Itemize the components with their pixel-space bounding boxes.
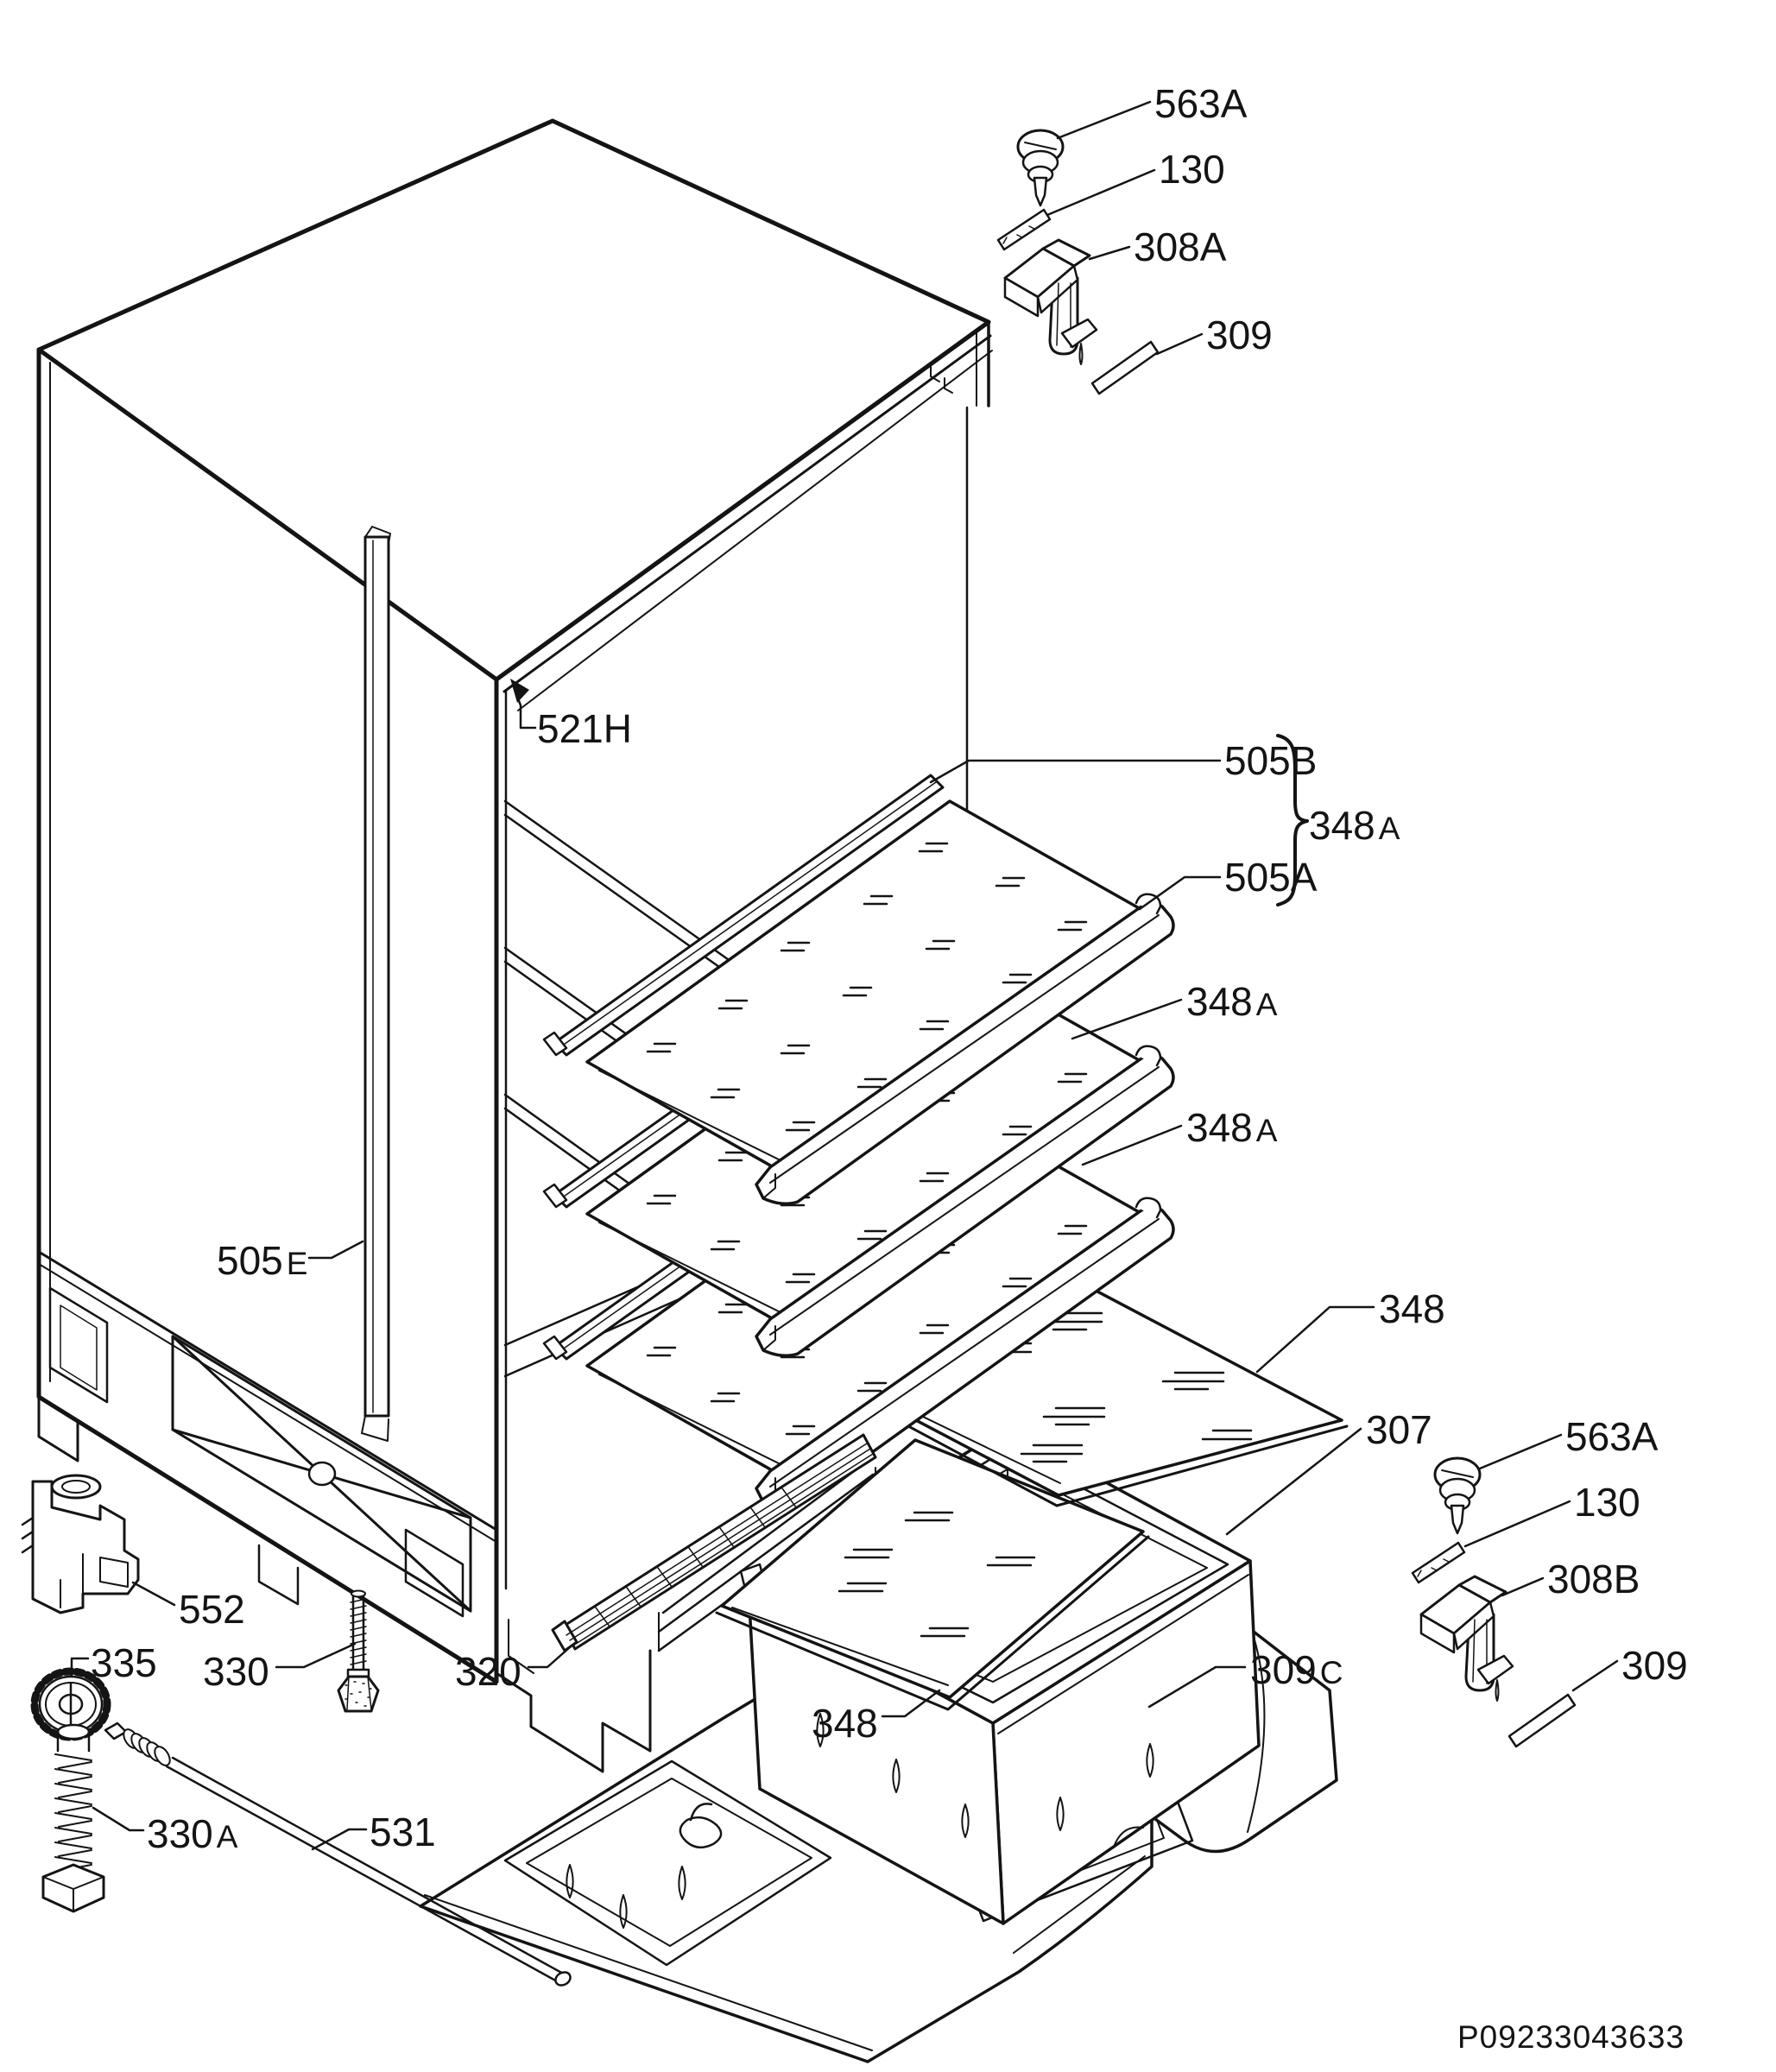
callout-335: 335 xyxy=(91,1640,157,1685)
part-number: P09233043633 xyxy=(1457,2019,1684,2055)
leader-309c xyxy=(1147,1665,1247,1709)
brace-348a-group xyxy=(1276,734,1309,906)
base-frame xyxy=(37,1250,498,1618)
callout-552: 552 xyxy=(179,1587,245,1632)
leader-330 xyxy=(275,1642,357,1669)
glass-sheet-348-left xyxy=(715,1438,1150,1711)
callout-505b: 505B xyxy=(1224,738,1317,783)
cabinet-bottom-steps xyxy=(495,1613,652,1773)
callout-130-bottom: 130 xyxy=(1574,1480,1640,1525)
leader-330a xyxy=(92,1806,145,1832)
leader-552 xyxy=(131,1581,176,1607)
leader-348-left xyxy=(881,1689,941,1718)
pin-screw-563a-top xyxy=(1016,129,1065,207)
callout-308b: 308B xyxy=(1547,1557,1640,1601)
leader-505e xyxy=(307,1240,364,1260)
support-strip-130-top xyxy=(996,208,1052,251)
callout-130-top: 130 xyxy=(1159,147,1225,192)
leader-563a-top xyxy=(1056,100,1152,140)
arrowhead-521h xyxy=(510,679,529,703)
cover-plate-309-top xyxy=(1090,340,1160,395)
tray-basin xyxy=(503,1759,832,1967)
callout-309-bottom: 309 xyxy=(1621,1643,1688,1688)
leader-309-bottom xyxy=(1571,1659,1619,1692)
leveling-leg-330a xyxy=(41,1723,105,1913)
hinge-bracket-308b xyxy=(1419,1575,1514,1702)
capillary-tube-531 xyxy=(104,1721,572,1987)
callout-521h: 521H xyxy=(537,706,632,751)
pin-screw-563a-bottom xyxy=(1433,1456,1482,1535)
callout-563a-bottom: 563A xyxy=(1565,1414,1659,1459)
leader-335 xyxy=(70,1657,90,1677)
cover-plate-309-bottom xyxy=(1507,1693,1577,1748)
leader-307 xyxy=(1225,1427,1362,1536)
leader-320 xyxy=(527,1646,572,1669)
hinge-bracket-308a xyxy=(1003,238,1098,366)
leader-505a xyxy=(1138,875,1222,911)
leader-505b xyxy=(929,759,1222,784)
leader-308a xyxy=(1088,245,1131,261)
leader-348a-3 xyxy=(1081,1124,1183,1166)
callout-348-right: 348 xyxy=(1379,1286,1445,1331)
cabinet-housing xyxy=(36,118,993,1773)
top-front-rim xyxy=(494,319,991,682)
leader-563a-bottom xyxy=(1478,1433,1563,1470)
callout-308a: 308A xyxy=(1134,224,1227,269)
leader-130-top xyxy=(1046,168,1156,217)
leader-348-right xyxy=(1255,1305,1375,1374)
callout-348-left: 348 xyxy=(812,1701,878,1746)
callout-505a: 505A xyxy=(1224,855,1318,900)
leader-308b xyxy=(1501,1576,1545,1597)
rim-screw-marks xyxy=(930,365,953,394)
callout-320: 320 xyxy=(455,1649,521,1694)
callout-563a-top: 563A xyxy=(1154,81,1248,126)
leader-348a-2 xyxy=(1071,998,1183,1040)
callout-330: 330 xyxy=(203,1649,269,1694)
mounting-bracket-552 xyxy=(21,1474,140,1614)
trim-strip-320 xyxy=(551,1433,877,1652)
tray-drain-hole xyxy=(679,1803,723,1849)
leader-130-bottom xyxy=(1463,1500,1571,1548)
support-strip-130-bottom xyxy=(1411,1541,1466,1584)
callout-531: 531 xyxy=(370,1810,436,1854)
leader-531 xyxy=(311,1828,368,1851)
seal-strip-505e xyxy=(361,526,391,1442)
callout-309-top: 309 xyxy=(1206,313,1273,357)
leader-309-top xyxy=(1155,332,1204,356)
callout-307: 307 xyxy=(1366,1407,1432,1452)
leveling-screw-330 xyxy=(337,1589,380,1713)
